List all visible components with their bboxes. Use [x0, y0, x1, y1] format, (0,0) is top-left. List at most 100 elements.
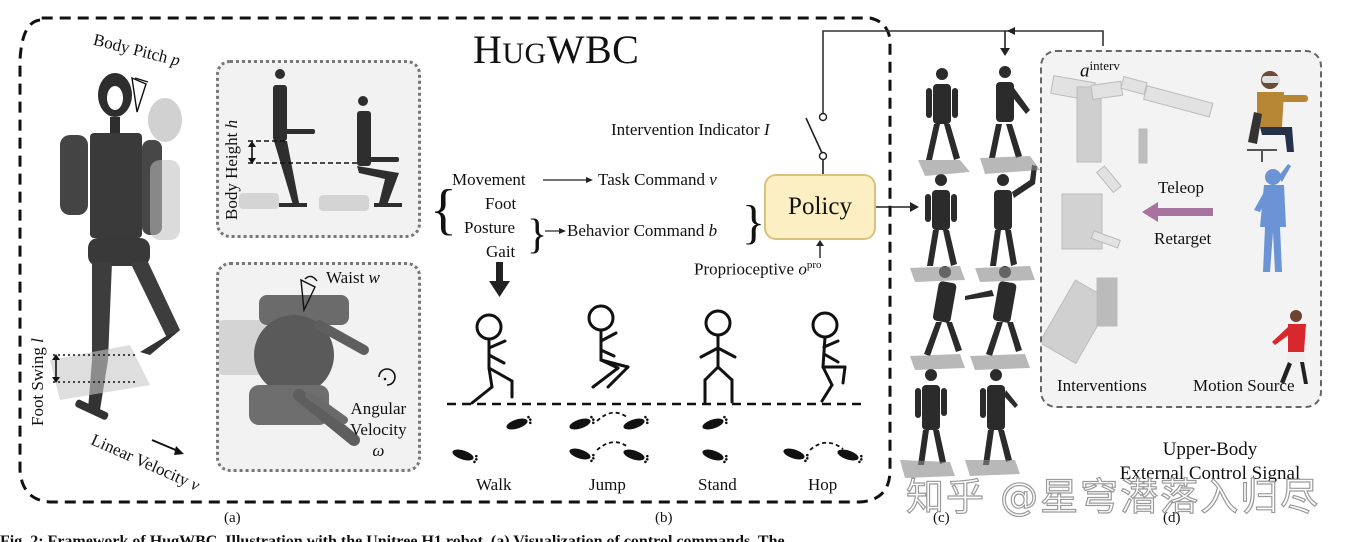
stick-walk: [470, 313, 514, 405]
motion-source-label: Motion Source: [1193, 376, 1295, 395]
footprints: [452, 415, 863, 464]
jump-arcs: [596, 411, 844, 451]
behavior-command-label: Behavior Command b: [567, 221, 718, 240]
robot-c-4: [990, 165, 1037, 266]
policy-box: Policy: [764, 174, 876, 240]
shadow-c-3: [910, 266, 965, 282]
policy-label: Policy: [788, 193, 852, 220]
gait-hop-label: Hop: [808, 475, 838, 494]
teleop-arrowhead: [1142, 202, 1158, 222]
gait-jump-label: Jump: [589, 475, 626, 494]
footprint-stand-2: [702, 449, 728, 464]
footprint-walk-1: [506, 415, 532, 430]
footprint-hop-1: [783, 448, 809, 463]
motion-source-photo: [1272, 310, 1308, 384]
shadow-c-2: [980, 156, 1040, 174]
interventions-label: Interventions: [1057, 376, 1147, 395]
shadow-c-6: [970, 354, 1030, 370]
waist-panel: [216, 262, 421, 472]
linear-velocity-arrow: [151, 439, 179, 452]
gait-down-arrow-shaft: [496, 262, 503, 282]
robot-c-8: [980, 369, 1018, 465]
gait-down-arrowhead: [489, 281, 510, 297]
stick-hop: [811, 311, 847, 403]
jump-arc-top: [596, 411, 629, 422]
interv-arrowhead-left: [1007, 27, 1015, 35]
shadow-c-7: [900, 460, 955, 478]
hop-arc: [809, 441, 844, 451]
input-foot: Foot: [485, 194, 517, 213]
robot-torso: [90, 133, 142, 238]
footprint-hop-2: [837, 449, 863, 464]
angular-velocity-label: Angular Velocity ω: [350, 399, 407, 460]
interv-block-4: [1120, 76, 1148, 96]
interv-block-6: [1138, 128, 1148, 164]
policy-output-arrowhead: [910, 202, 919, 212]
smpl-body-mesh: [1254, 164, 1291, 272]
movement-arrowhead: [586, 177, 593, 183]
behavior-arrowhead: [559, 228, 566, 234]
panel-d-illustration: [1042, 71, 1308, 384]
interv-block-3: [1090, 80, 1124, 100]
switch-top-terminal: [818, 112, 828, 122]
interv-block-8: [1061, 193, 1103, 250]
interv-block-11: [1096, 277, 1118, 327]
footprint-jump-3: [569, 448, 595, 463]
teleop-label: Teleop: [1158, 178, 1205, 197]
input-gait: Gait: [486, 242, 516, 261]
figure-caption: Fig. 2: Framework of HugWBC. Illustratio…: [0, 533, 801, 542]
retarget-label: Retarget: [1154, 229, 1212, 248]
footprint-jump-4: [623, 449, 649, 464]
input-movement: Movement: [452, 170, 526, 189]
robot-c-7: [915, 369, 947, 465]
shadow-c-4: [975, 266, 1035, 282]
panel-label-d: (d): [1163, 510, 1181, 526]
body-pitch-arrow: [134, 77, 149, 83]
task-command-label: Task Command v: [598, 170, 717, 189]
body-height-panel: [216, 60, 421, 238]
input-posture: Posture: [464, 218, 515, 237]
shadow-c-1: [918, 160, 970, 176]
gait-walk-label: Walk: [476, 475, 512, 494]
interv-block-10: [1042, 279, 1113, 365]
interv-block-7: [1096, 165, 1122, 194]
body-pitch-wedge: [131, 76, 147, 113]
watermark: 知乎 @星穹潜落入归尽: [905, 474, 1321, 519]
interv-block-9: [1090, 230, 1121, 249]
robot-c-2: [989, 66, 1030, 158]
waist-illustration: [219, 275, 396, 446]
proprioceptive-label: Proprioceptive opro: [694, 259, 822, 279]
footprint-stand-1: [702, 415, 728, 430]
interv-action-label: ainterv: [1080, 58, 1120, 82]
interv-block-2: [1076, 86, 1102, 163]
vr-operator-photo: [1247, 71, 1308, 162]
panel-d-box: [1040, 50, 1322, 408]
robot-c-3: [925, 174, 957, 266]
upper-body-label: Upper-Body External Control Signal: [1119, 439, 1301, 484]
footprint-jump-2: [623, 415, 649, 430]
teleop-arrow-shaft: [1158, 208, 1213, 216]
left-brace: {: [430, 179, 457, 241]
switch-bottom-terminal: [818, 151, 828, 161]
gait-stand-label: Stand: [698, 475, 737, 494]
panel-label-a: (a): [224, 510, 241, 526]
proprio-arrowhead: [816, 240, 824, 246]
interv-arrowhead-down: [1000, 48, 1010, 56]
shadow-c-5: [910, 354, 965, 370]
body-height-illustration: [239, 69, 402, 211]
feedback-line: [822, 30, 1104, 116]
jump-arc-bottom: [596, 441, 629, 451]
footprint-walk-2: [452, 449, 478, 464]
intervention-indicator-label: Intervention Indicator I: [611, 120, 770, 139]
waist-label: Waist w: [326, 268, 380, 287]
switch-lever: [805, 117, 823, 154]
panel-label-b: (b): [655, 510, 673, 526]
command-brace: }: [742, 196, 765, 249]
interv-block-5: [1142, 85, 1214, 118]
panel-label-c: (c): [933, 510, 950, 526]
robot-c-1: [926, 68, 960, 160]
hugwbc-title: HUGWBC: [473, 27, 640, 72]
robot-main: [50, 73, 182, 420]
